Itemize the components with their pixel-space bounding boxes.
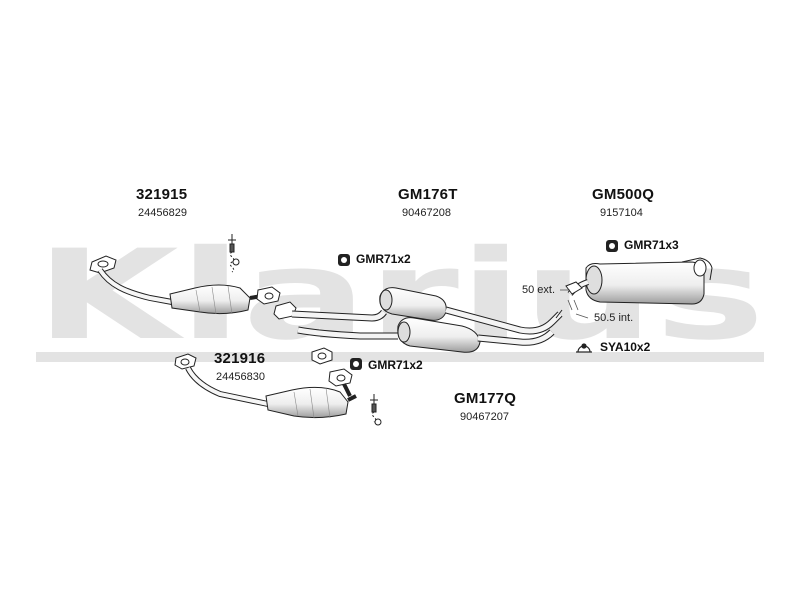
rubber-mount-icon <box>338 254 350 266</box>
dimension-label-ext: 50 ext. <box>522 284 556 296</box>
group-number-90467208: 90467208 <box>402 207 451 219</box>
group-code-321916: 321916 <box>214 350 266 367</box>
group-code-gm500q: GM500Q <box>592 186 655 203</box>
group-number-90467207: 90467207 <box>460 411 509 423</box>
clamp-icon <box>576 343 592 353</box>
part-label-sya10x2: SYA10x2 <box>600 340 651 354</box>
rear-box-gm500q <box>560 257 713 319</box>
part-label-gmr71x3: GMR71x3 <box>624 238 679 252</box>
part-label-gmr71x2: GMR71x2 <box>356 252 411 266</box>
rubber-mount-icon <box>606 240 618 252</box>
group-code-321915: 321915 <box>136 186 188 203</box>
center-pipe-gm177q <box>297 317 555 365</box>
front-pipe-321916 <box>174 353 382 426</box>
group-code-gm176t: GM176T <box>398 186 458 203</box>
rubber-mount-icon <box>350 358 362 370</box>
group-number-24456830: 24456830 <box>216 371 265 383</box>
part-label-gmr71x2: GMR71x2 <box>368 358 423 372</box>
watermark-band <box>36 352 764 362</box>
group-number-9157104: 9157104 <box>600 207 643 219</box>
group-number-24456829: 24456829 <box>138 207 187 219</box>
center-pipe-gm176t <box>273 287 563 335</box>
front-pipe-321915 <box>89 234 281 315</box>
dimension-label-int: 50.5 int. <box>594 312 634 324</box>
group-code-gm177q: GM177Q <box>454 390 517 407</box>
